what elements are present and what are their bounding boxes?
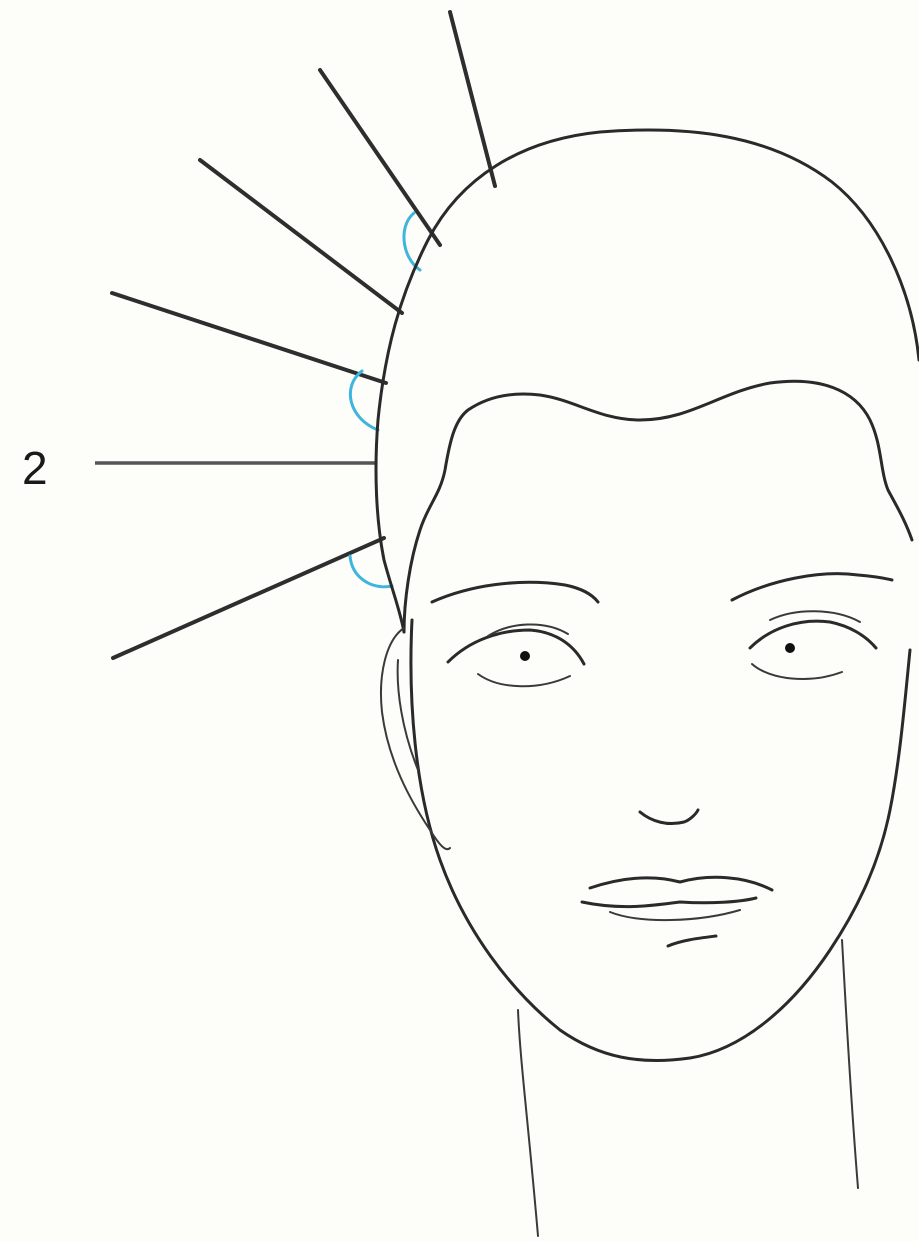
section-line-2	[320, 70, 440, 245]
eyebrow-right	[732, 574, 892, 600]
upper-lip	[590, 877, 772, 890]
mouth	[582, 877, 772, 946]
section-line-4	[112, 293, 386, 383]
section-line-3	[200, 160, 402, 313]
chin-mark	[668, 936, 716, 946]
eye-right-pupil	[785, 643, 795, 653]
figure-label: 2	[22, 442, 48, 494]
nose	[640, 810, 698, 824]
neck-left	[518, 1010, 538, 1236]
section-line-1	[450, 12, 495, 186]
section-lines	[112, 12, 495, 658]
eye-right-lower-lid	[752, 664, 842, 679]
eyebrow-left	[432, 582, 598, 602]
lower-lip	[610, 910, 740, 920]
section-line-5	[113, 538, 384, 658]
eye-left	[448, 624, 584, 686]
lip-line	[582, 898, 756, 907]
head-outline	[376, 130, 919, 632]
eye-right	[750, 611, 876, 679]
face-outline	[411, 620, 910, 1061]
hairline	[404, 381, 912, 632]
neck-right	[842, 940, 858, 1188]
eye-right-upper-lid	[750, 621, 876, 648]
eye-left-lower-lid	[478, 674, 570, 686]
angle-marks	[350, 213, 420, 587]
eye-left-upper-lid	[448, 630, 584, 664]
eye-left-pupil	[520, 651, 530, 661]
